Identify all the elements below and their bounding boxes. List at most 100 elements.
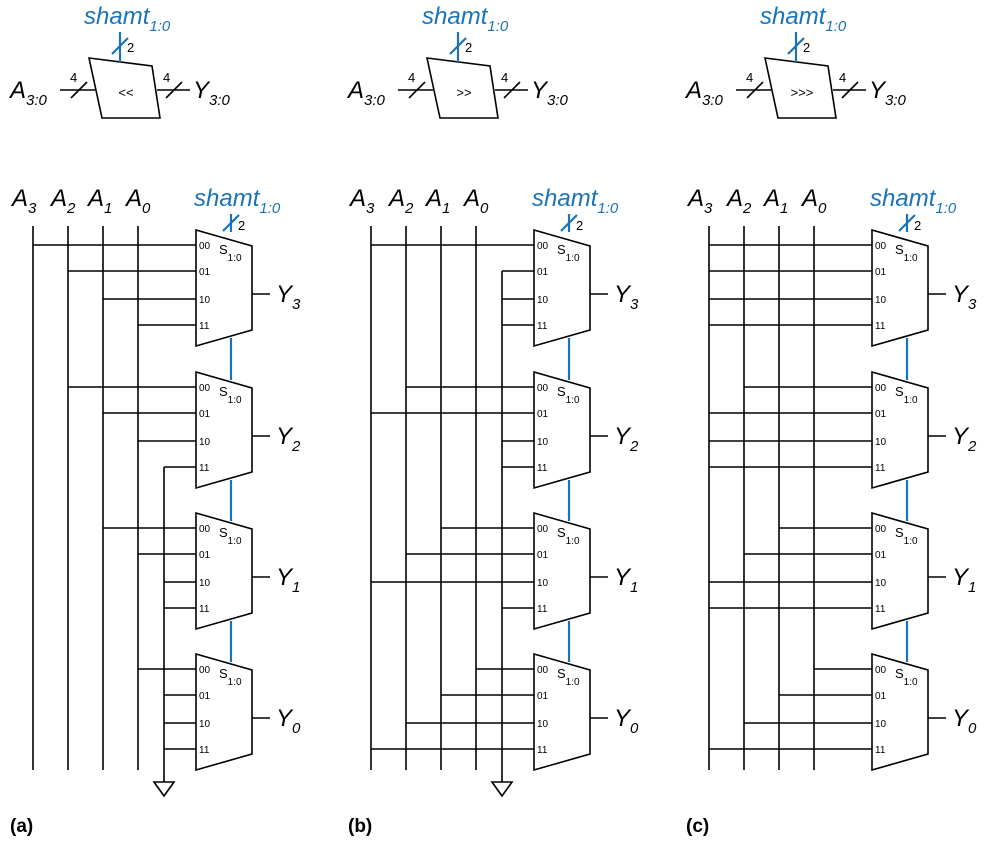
- shifter-box: [425, 57, 499, 119]
- mux-input-port: 10: [537, 719, 549, 730]
- bus-width-slash: [165, 81, 183, 99]
- mux-input-port: 00: [199, 665, 211, 676]
- output-bit-label: Y0: [614, 705, 639, 737]
- mux-input-port: 01: [875, 691, 887, 702]
- bus-width: 4: [746, 70, 753, 85]
- shifter-box: [763, 57, 837, 119]
- mux-input-port: 00: [199, 241, 211, 252]
- mux-input-port: 11: [537, 604, 548, 615]
- mux-input-port: 01: [199, 550, 211, 561]
- shamt-label: shamt1:0: [532, 185, 619, 217]
- bus-width: 4: [163, 70, 170, 85]
- output-bit-label: Y2: [952, 423, 977, 455]
- shamt-slash: [560, 214, 578, 232]
- mux-input-port: 00: [875, 665, 887, 676]
- mux-0: [871, 228, 929, 348]
- input-bit-label: A1: [424, 185, 450, 217]
- mux-input-port: 11: [875, 745, 886, 756]
- bus-width: 4: [839, 70, 846, 85]
- input-bit-label: A2: [725, 185, 752, 217]
- output-bit-label: Y3: [952, 281, 977, 313]
- ground-icon: [490, 781, 514, 798]
- output-bit-label: Y2: [276, 423, 301, 455]
- mux-0: [533, 228, 591, 348]
- mux-3: [533, 652, 591, 772]
- mux-input-port: 00: [537, 665, 549, 676]
- input-bit-label: A3: [10, 185, 37, 217]
- mux-input-port: 10: [199, 437, 211, 448]
- mux-input-port: 10: [199, 295, 211, 306]
- mux-2: [871, 511, 929, 631]
- mux-input-port: 01: [537, 550, 549, 561]
- input-bit-label: A3: [686, 185, 713, 217]
- mux-input-port: 10: [537, 437, 549, 448]
- panel-label: (c): [686, 816, 709, 837]
- mux-input-port: 11: [537, 463, 548, 474]
- mux-input-port: 11: [875, 604, 886, 615]
- bus-width-slash: [503, 81, 521, 99]
- select-port-label: S1:0: [895, 525, 918, 547]
- mux-input-port: 10: [199, 719, 211, 730]
- mux-input-port: 11: [875, 463, 886, 474]
- mux-input-port: 00: [199, 524, 211, 535]
- input-bit-label: A1: [762, 185, 788, 217]
- shamt-label: shamt1:0: [870, 185, 957, 217]
- mux-input-port: 01: [875, 409, 887, 420]
- output-bit-label: Y2: [614, 423, 639, 455]
- select-port-label: S1:0: [895, 666, 918, 688]
- mux-1: [871, 370, 929, 490]
- output-bus-label: Y3:0: [869, 77, 907, 109]
- shift-operator: <<: [118, 85, 133, 100]
- shamt-slash: [898, 214, 916, 232]
- mux-input-port: 11: [537, 745, 548, 756]
- mux-input-port: 10: [875, 437, 887, 448]
- shamt-slash: [449, 37, 467, 55]
- select-port-label: S1:0: [557, 242, 580, 264]
- mux-input-port: 01: [875, 267, 887, 278]
- shamt-label: shamt1:0: [84, 3, 171, 35]
- input-bus-label: A3:0: [8, 77, 48, 109]
- input-bit-label: A3: [348, 185, 375, 217]
- select-port-label: S1:0: [557, 666, 580, 688]
- shamt-width: 2: [576, 218, 583, 233]
- bus-width-slash: [841, 81, 859, 99]
- shift-operator: >>>: [791, 85, 814, 100]
- select-port-label: S1:0: [557, 384, 580, 406]
- mux-input-port: 11: [199, 604, 210, 615]
- mux-input-port: 00: [537, 524, 549, 535]
- select-port-label: S1:0: [895, 242, 918, 264]
- shamt-width: 2: [238, 218, 245, 233]
- mux-input-port: 01: [199, 691, 211, 702]
- mux-input-port: 01: [537, 409, 549, 420]
- mux-input-port: 10: [537, 578, 549, 589]
- mux-input-port: 10: [875, 578, 887, 589]
- select-port-label: S1:0: [219, 242, 242, 264]
- shamt-width: 2: [465, 40, 472, 55]
- select-port-label: S1:0: [895, 384, 918, 406]
- bus-width-slash: [408, 81, 426, 99]
- mux-input-port: 01: [537, 691, 549, 702]
- mux-input-port: 11: [199, 463, 210, 474]
- mux-input-port: 00: [875, 383, 887, 394]
- input-bit-label: A2: [387, 185, 414, 217]
- shamt-label: shamt1:0: [760, 3, 847, 35]
- mux-3: [871, 652, 929, 772]
- mux-input-port: 01: [537, 267, 549, 278]
- input-bit-label: A2: [49, 185, 76, 217]
- shift-operator: >>: [456, 85, 471, 100]
- mux-2: [533, 511, 591, 631]
- panel-label: (b): [348, 816, 372, 837]
- select-port-label: S1:0: [557, 525, 580, 547]
- output-bit-label: Y1: [276, 564, 300, 596]
- bus-width: 4: [501, 70, 508, 85]
- mux-input-port: 01: [199, 267, 211, 278]
- mux-2: [195, 511, 253, 631]
- input-bit-label: A0: [124, 185, 151, 217]
